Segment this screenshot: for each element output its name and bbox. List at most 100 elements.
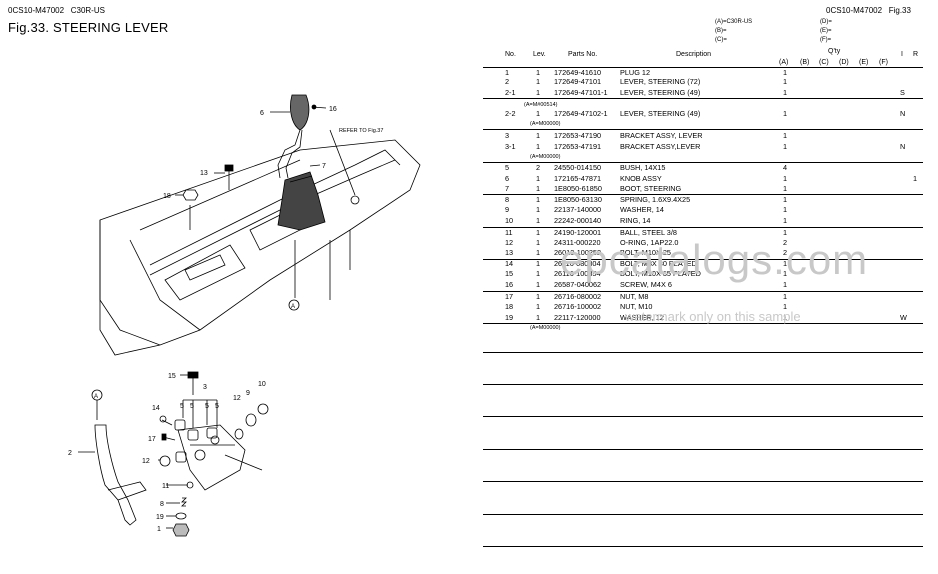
cell-lev: 1 [536, 131, 541, 140]
cell-lev: 1 [536, 215, 541, 225]
cell-part-no: 24311-000220 [554, 237, 601, 247]
cell-no: 12 [505, 237, 514, 247]
cell-lev: 1 [536, 312, 541, 322]
callout: 19 [156, 514, 164, 521]
model-legend-b: (B)= [715, 28, 727, 34]
serial-note: (A=M00000) [530, 154, 561, 160]
cell-qty: 1 [783, 173, 788, 183]
cell-description: PLUG 12 [620, 67, 651, 77]
cell-no: 5 [505, 163, 510, 172]
cell-qty: 1 [783, 215, 788, 225]
cell-part-no: 24550-014150 [554, 163, 602, 172]
cell-no: 14 [505, 259, 514, 268]
figure-title: Fig.33. STEERING LEVER [8, 20, 169, 35]
cell-no: 16 [505, 280, 514, 289]
header-r: R [913, 51, 919, 58]
cell-no: 3 [505, 131, 510, 140]
cell-no: 6 [505, 173, 510, 183]
cell-description: BOOT, STEERING [620, 183, 682, 193]
cell-qty: 1 [783, 269, 788, 278]
cell-qty: 1 [783, 183, 788, 193]
cell-no: 2-1 [505, 87, 516, 97]
callout: 17 [148, 436, 156, 443]
cell-lev: 1 [536, 227, 541, 237]
callout: 5 [180, 403, 184, 410]
cell-lev: 1 [536, 237, 541, 247]
cell-part-no: 22242-000140 [554, 215, 602, 225]
cell-no: 10 [505, 215, 514, 225]
cell-part-no: 22137-140000 [554, 205, 602, 214]
callout: 12 [233, 395, 241, 402]
cell-lev: 1 [536, 77, 541, 86]
table-rule [483, 323, 923, 324]
cell-description: NUT, M10 [620, 302, 653, 311]
header-qty: Q'ty [828, 48, 841, 55]
cell-description: BRACKET ASSY,LEVER [620, 141, 701, 151]
callout: 6 [260, 110, 264, 117]
table-rule [483, 162, 923, 163]
cell-lev: 1 [536, 141, 541, 151]
cell-lev: 1 [536, 173, 541, 183]
cell-description: O-RING, 1AP22.0 [620, 237, 679, 247]
cell-no: 9 [505, 205, 510, 214]
callout: 18 [163, 193, 171, 200]
cell-description: BOLT, M10X 25 [620, 248, 671, 257]
cell-lev: 1 [536, 291, 541, 301]
header-lev: Lev. [533, 51, 546, 58]
table-rule [483, 67, 923, 68]
cell-r: 1 [913, 173, 918, 183]
model-legend-c: (C)= [715, 37, 727, 43]
cell-qty: 1 [783, 141, 788, 151]
serial-note: (A=M00000) [530, 325, 561, 331]
model-legend-a: (A)=C30R-US [715, 19, 753, 25]
cell-description: NUT, M8 [620, 291, 649, 301]
cell-part-no: 1E8050-61850 [554, 183, 602, 193]
cell-description: LEVER, STEERING (49) [620, 87, 701, 97]
cell-qty: 1 [783, 312, 788, 322]
cell-qty: 1 [783, 205, 788, 214]
table-rule [483, 98, 923, 99]
cell-no: 17 [505, 291, 514, 301]
cell-part-no: 172653-47191 [554, 141, 602, 151]
callout: 7 [322, 163, 326, 170]
header-col-d: (D) [839, 59, 849, 66]
cell-lev: 2 [536, 163, 541, 172]
console-outline [99, 139, 421, 356]
cell-qty: 1 [783, 302, 788, 311]
cell-i: N [900, 108, 906, 118]
table-rule [483, 259, 923, 260]
table-rule [483, 291, 923, 292]
header-col-e: (E) [859, 59, 869, 66]
table-rule [483, 449, 923, 450]
watermark-sub: watermark only on this sample [625, 309, 801, 324]
cell-qty: 1 [783, 259, 788, 268]
cell-lev: 1 [536, 108, 541, 118]
header-i: I [901, 51, 903, 58]
header-col-f: (F) [879, 59, 888, 66]
model-legend-e: (E)= [820, 28, 832, 34]
cell-no: 19 [505, 312, 514, 322]
callout: 16 [329, 106, 337, 113]
cell-description: SPRING, 1.6X9.4X25 [620, 194, 691, 204]
callout: 5 [215, 403, 219, 410]
cell-lev: 1 [536, 248, 541, 257]
cell-qty: 1 [783, 291, 788, 301]
table-rule [483, 352, 923, 353]
cell-part-no: 172165-47871 [554, 173, 602, 183]
cell-description: BALL, STEEL 3/8 [620, 227, 677, 237]
table-rule [483, 546, 923, 547]
model-legend-f: (F)= [820, 37, 832, 43]
cell-i: S [900, 87, 905, 97]
table-rule [483, 514, 923, 515]
model-name: C30R-US [70, 6, 105, 15]
